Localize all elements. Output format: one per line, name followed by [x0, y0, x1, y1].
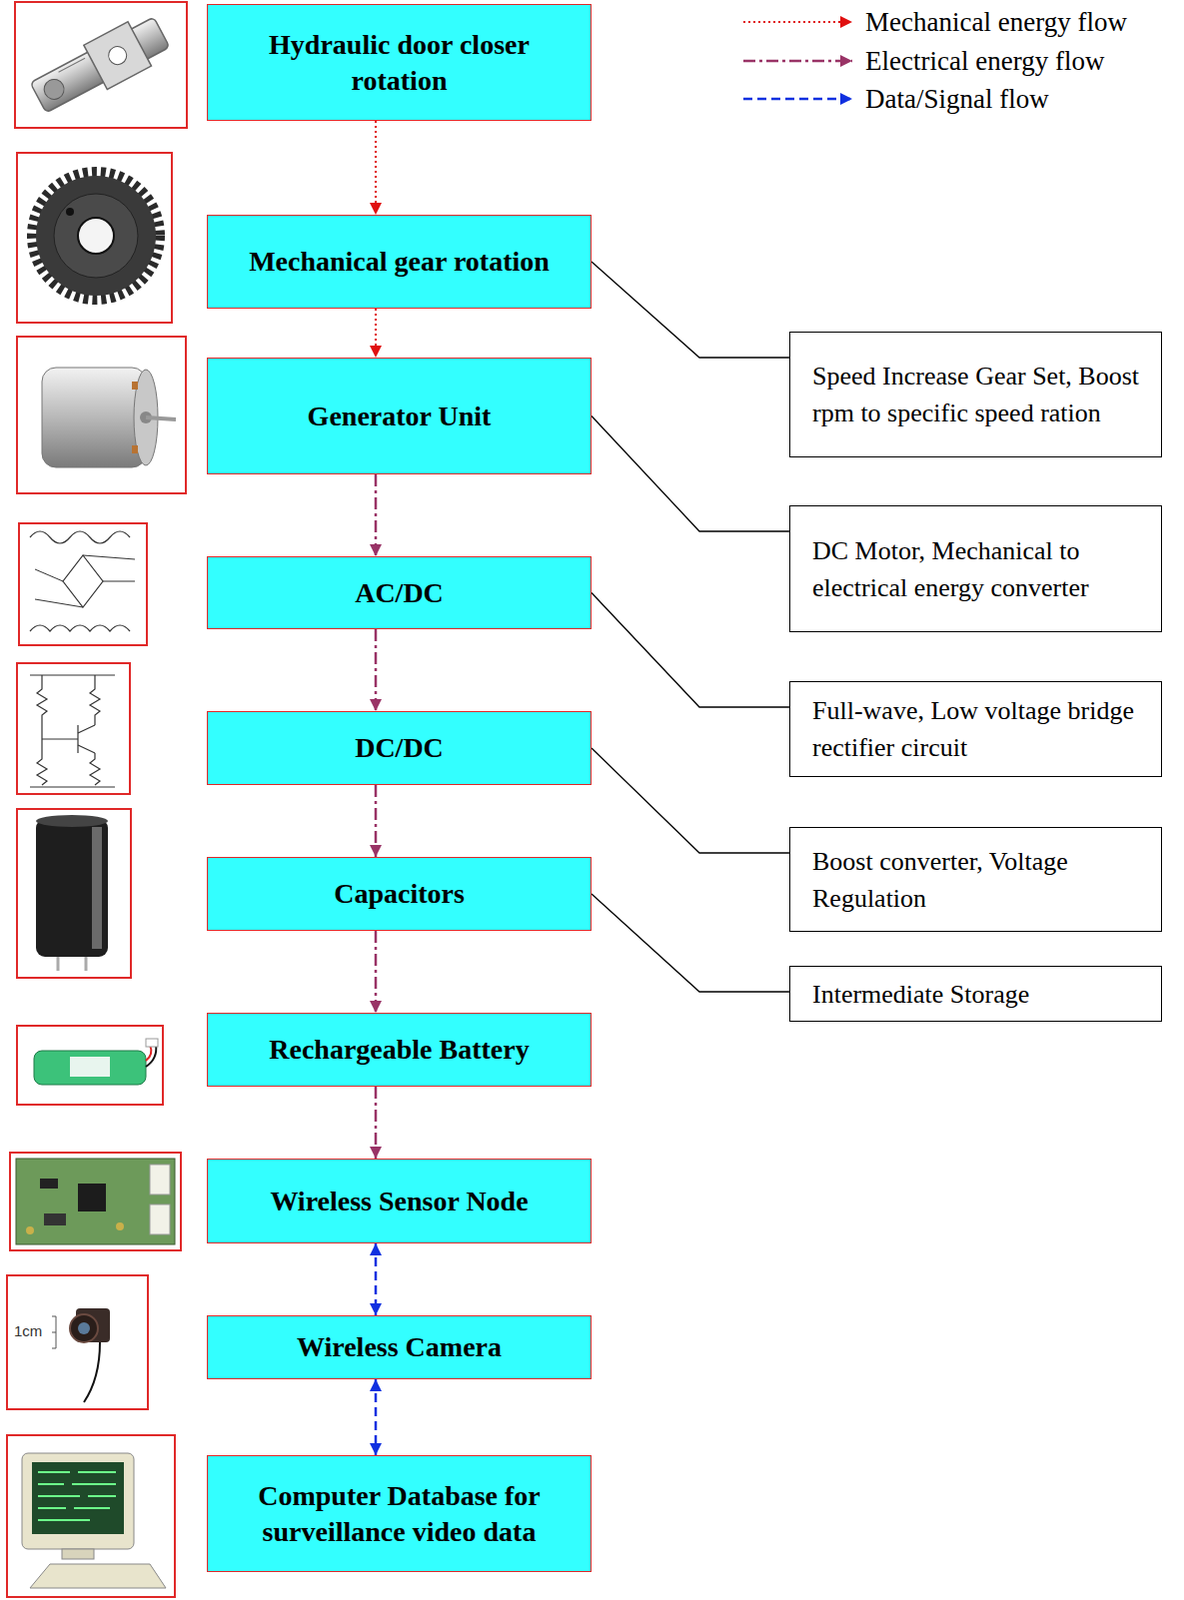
flow-arrow	[374, 785, 378, 858]
callout-text: DC Motor, Mechanical to electrical energ…	[812, 532, 1148, 607]
box-label: Rechargeable Battery	[237, 1032, 561, 1069]
process-box: Hydraulic door closer rotation	[206, 3, 592, 121]
box-label: Computer Database for surveillance video…	[237, 1478, 561, 1551]
flow-arrow	[374, 308, 377, 358]
callout-box: Intermediate Storage	[789, 966, 1163, 1023]
callout-text: Speed Increase Gear Set, Boost rpm to sp…	[812, 357, 1148, 432]
flow-arrow	[374, 1379, 378, 1456]
callout-text: Full-wave, Low voltage bridge rectifier …	[812, 692, 1148, 767]
process-box: AC/DC	[206, 556, 592, 630]
scale-label: 1cm	[13, 1322, 42, 1340]
leader-line	[591, 894, 790, 993]
box-label: DC/DC	[237, 730, 561, 767]
leader-line	[591, 261, 790, 358]
flow-arrow	[374, 474, 378, 557]
callout-text: Boost converter, Voltage Regulation	[812, 843, 1148, 918]
process-box: Rechargeable Battery	[206, 1013, 592, 1088]
camera-picture	[6, 1275, 148, 1410]
flow-arrow	[374, 629, 378, 712]
process-box: Computer Database for surveillance video…	[206, 1455, 592, 1573]
process-box: Capacitors	[206, 857, 592, 932]
box-label: Wireless Camera	[237, 1329, 561, 1366]
box-label: AC/DC	[237, 575, 561, 612]
computer-picture	[6, 1435, 175, 1598]
callout-text: Intermediate Storage	[812, 976, 1148, 1014]
leader-line	[591, 416, 790, 533]
flow-arrow	[374, 120, 377, 215]
flow-arrow	[374, 931, 378, 1014]
process-box: Mechanical gear rotation	[206, 214, 592, 309]
callout-box: Full-wave, Low voltage bridge rectifier …	[789, 681, 1163, 778]
box-label: Capacitors	[237, 876, 561, 913]
rectifier-schematic	[18, 523, 147, 646]
flow-arrow	[374, 1243, 378, 1316]
legend-text: Data/Signal flow	[865, 82, 1050, 115]
callout-box: Speed Increase Gear Set, Boost rpm to sp…	[789, 331, 1163, 458]
process-box: Generator Unit	[206, 357, 592, 475]
box-label: Hydraulic door closer rotation	[237, 26, 561, 99]
battery-picture	[16, 1026, 163, 1106]
flow-arrow	[374, 1087, 378, 1160]
leader-line	[591, 593, 790, 709]
gear-picture	[16, 152, 172, 323]
motor-picture	[16, 336, 186, 494]
process-box: Wireless Camera	[206, 1315, 592, 1380]
sensor-board-picture	[9, 1153, 181, 1251]
capacitor-picture	[16, 809, 131, 979]
legend-samples	[743, 21, 853, 99]
door-closer-picture	[14, 1, 187, 128]
legend-text: Mechanical energy flow	[865, 5, 1128, 38]
box-label: Wireless Sensor Node	[237, 1184, 561, 1220]
leader-line	[591, 748, 790, 854]
process-box: DC/DC	[206, 711, 592, 786]
callout-box: DC Motor, Mechanical to electrical energ…	[789, 505, 1163, 633]
box-label: Generator Unit	[237, 398, 561, 435]
box-label: Mechanical gear rotation	[237, 243, 561, 280]
legend-text: Electrical energy flow	[865, 44, 1105, 77]
process-box: Wireless Sensor Node	[206, 1159, 592, 1244]
callout-box: Boost converter, Voltage Regulation	[789, 827, 1163, 933]
transistor-circuit	[16, 663, 130, 795]
